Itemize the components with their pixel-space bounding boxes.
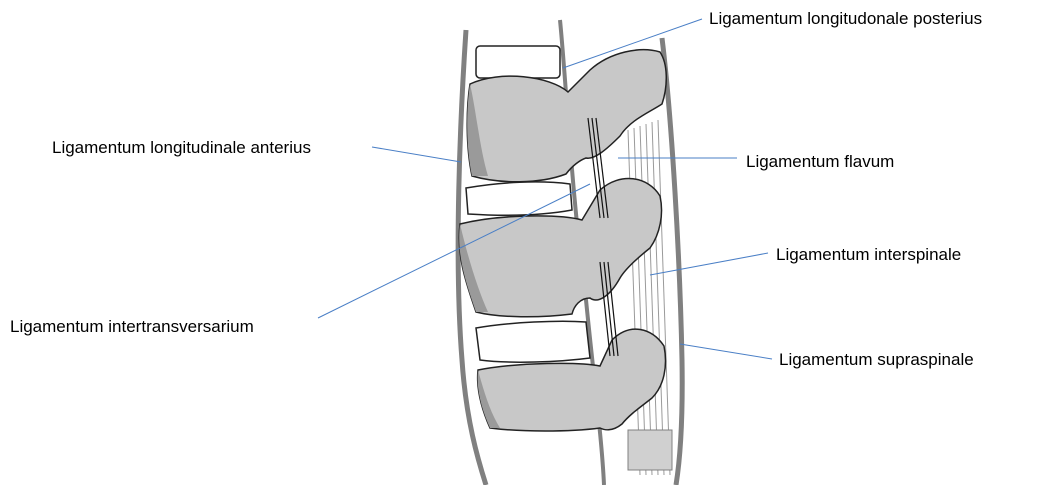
label-ligamentum-longitudinale-posterius: Ligamentum longitudonale posterius: [709, 9, 982, 29]
interspinous-ligament-band: [628, 430, 672, 470]
label-ligamentum-supraspinale: Ligamentum supraspinale: [779, 350, 974, 370]
label-ligamentum-flavum: Ligamentum flavum: [746, 152, 894, 172]
supraspinous-ligament: [662, 38, 682, 485]
intervertebral-disc-middle: [476, 321, 590, 362]
leader-line-supraspinale: [680, 344, 772, 359]
label-ligamentum-intertransversarium: Ligamentum intertransversarium: [10, 317, 254, 337]
label-ligamentum-longitudinale-anterius: Ligamentum longitudinale anterius: [52, 138, 311, 158]
label-ligamentum-interspinale: Ligamentum interspinale: [776, 245, 961, 265]
intervertebral-disc-upper: [466, 182, 572, 215]
leader-line-interspinale: [650, 253, 768, 275]
leader-line-longitudinale-anterius: [372, 147, 461, 162]
interspinous-ligament-fibers: [628, 120, 670, 475]
